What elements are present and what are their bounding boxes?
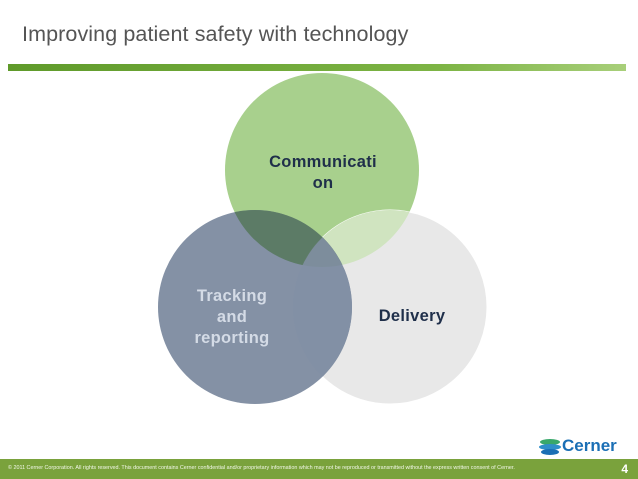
- communication-delivery-overlap: [293, 210, 419, 267]
- communication-label-line2: on: [313, 174, 334, 192]
- title-divider: [8, 64, 626, 71]
- cerner-logo-text: Cerner: [562, 436, 617, 455]
- tracking-label-line3: reporting: [194, 329, 269, 347]
- tracking-label-line1: Tracking: [197, 287, 267, 305]
- footer-bar: [0, 459, 638, 479]
- tracking-label-line2: and: [217, 308, 247, 326]
- tracking-communication-overlap: [225, 210, 352, 267]
- cerner-logo-icon: [539, 439, 561, 455]
- footer-copyright: © 2011 Cerner Corporation. All rights re…: [8, 465, 515, 471]
- slide-title: Improving patient safety with technology: [22, 22, 409, 46]
- page-number: 4: [621, 462, 628, 476]
- delivery-label: Delivery: [379, 307, 446, 325]
- communication-label-line1: Communicati: [269, 153, 377, 171]
